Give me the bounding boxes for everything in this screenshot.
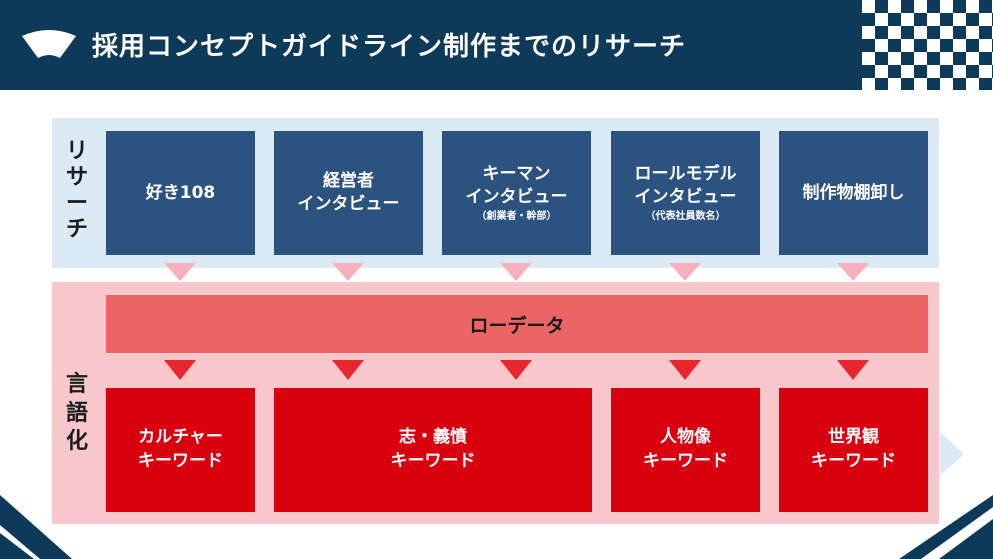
research-box-rolemodel: ロールモデル インタビュー （代表社員数名） xyxy=(611,131,760,255)
down-arrow-icon xyxy=(332,263,364,281)
keyword-box-aspiration: 志・義憤 キーワード xyxy=(274,388,592,512)
language-label-char: 化 xyxy=(65,429,88,455)
down-arrow-icon xyxy=(669,360,701,380)
keyword-subtitle: キーワード xyxy=(390,451,476,471)
research-label-char: リ xyxy=(65,139,88,164)
research-box-line: インタビュー xyxy=(634,187,737,207)
corner-stripe-left xyxy=(0,495,72,559)
down-arrow-icon xyxy=(164,263,196,281)
research-box-line: 好き108 xyxy=(145,182,216,203)
keyword-box-culture: カルチャー キーワード xyxy=(106,388,255,512)
keyword-title: 人物像 xyxy=(660,427,711,448)
header-bar: 採用コンセプトガイドライン制作までのリサーチ xyxy=(0,0,993,90)
down-arrow-icon xyxy=(500,263,532,281)
down-arrow-icon xyxy=(837,360,869,380)
down-arrow-icon xyxy=(332,360,364,380)
keyword-box-persona: 人物像 キーワード xyxy=(611,388,760,512)
research-box-likes: 好き108 xyxy=(106,131,255,255)
corner-stripe-right xyxy=(899,495,993,559)
research-box-inventory: 制作物棚卸し xyxy=(779,131,928,255)
language-label: 言 語 化 xyxy=(60,371,94,457)
keyword-title: 世界観 xyxy=(828,427,879,448)
research-label: リ サ ー チ xyxy=(60,138,94,242)
raw-data-bar: ローデータ xyxy=(106,295,928,353)
keyword-subtitle: キーワード xyxy=(811,451,896,471)
down-arrow-icon xyxy=(669,263,701,281)
language-label-char: 語 xyxy=(65,400,88,426)
research-box-keyman: キーマン インタビュー （創業者・幹部） xyxy=(442,131,591,255)
research-box-line: キーマン xyxy=(482,164,551,185)
research-box-line: 制作物棚卸し xyxy=(802,182,905,203)
keyword-subtitle: キーワード xyxy=(643,451,728,471)
research-box-note: （創業者・幹部） xyxy=(476,210,557,222)
research-box-line: インタビュー xyxy=(465,187,568,207)
page-title: 採用コンセプトガイドライン制作までのリサーチ xyxy=(92,32,687,62)
keyword-subtitle: キーワード xyxy=(138,451,223,471)
keyword-title: 志・義憤 xyxy=(399,427,467,448)
keyword-title: カルチャー xyxy=(138,427,223,448)
fan-icon xyxy=(22,30,76,58)
raw-data-label: ローデータ xyxy=(469,314,565,337)
research-label-char: サ xyxy=(65,165,88,190)
down-arrow-icon xyxy=(837,263,869,281)
keyword-box-worldview: 世界観 キーワード xyxy=(779,388,928,512)
research-label-char: チ xyxy=(65,217,88,242)
research-box-line: 経営者 xyxy=(323,171,374,192)
down-arrow-icon xyxy=(500,360,532,380)
language-label-char: 言 xyxy=(65,372,88,397)
research-box-line: インタビュー xyxy=(297,194,400,214)
checker-pattern xyxy=(862,0,993,90)
down-arrow-icon xyxy=(164,360,196,380)
research-box-note: （代表社員数名） xyxy=(645,210,726,222)
research-box-executive: 経営者 インタビュー xyxy=(274,131,423,255)
research-label-char: ー xyxy=(65,191,88,216)
research-box-line: ロールモデル xyxy=(634,164,737,185)
chevron-right-icon xyxy=(940,432,964,476)
